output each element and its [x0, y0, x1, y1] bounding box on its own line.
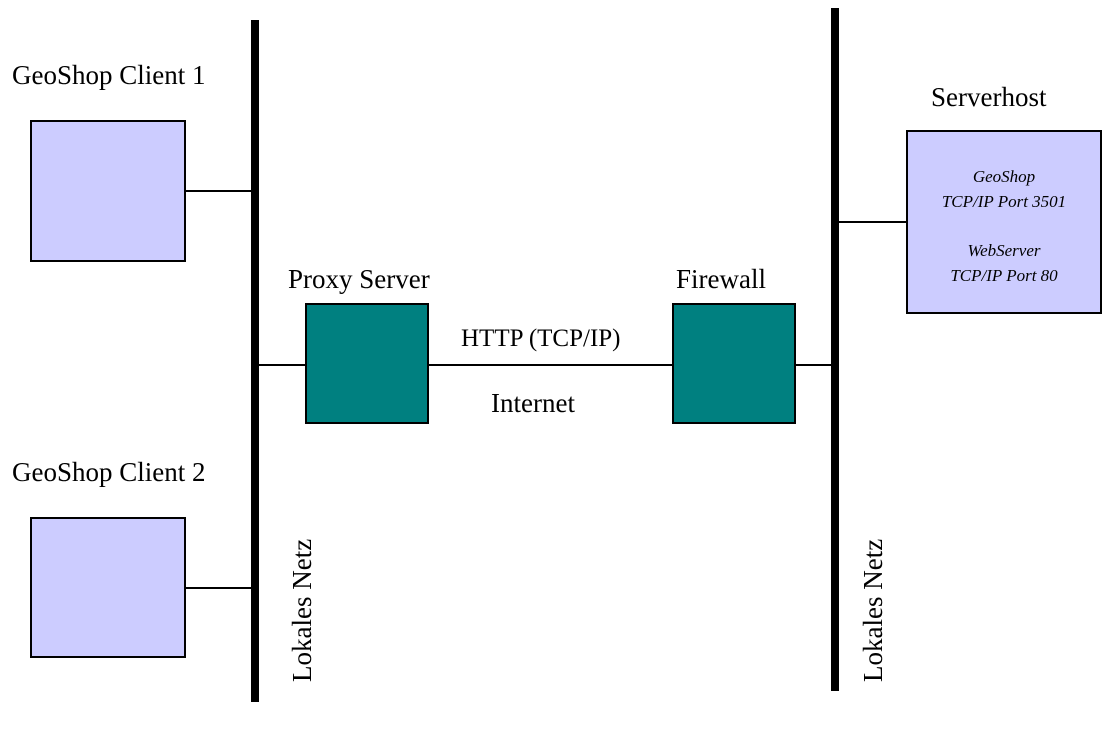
client-2-connector [186, 587, 252, 589]
serverhost-label: Serverhost [931, 82, 1047, 112]
service-webserver-port: TCP/IP Port 80 [950, 266, 1058, 285]
service-webserver-name: WebServer [967, 241, 1041, 260]
serverhost-connector [839, 221, 907, 223]
internet-link [429, 364, 673, 366]
firewall-lan-connector [796, 364, 832, 366]
lan-bus-right [831, 8, 839, 691]
client-1-box [30, 120, 186, 262]
serverhost-box: GeoShop TCP/IP Port 3501 WebServer TCP/I… [906, 130, 1102, 314]
service-geoshop-port: TCP/IP Port 3501 [941, 192, 1067, 211]
proxy-server-box [305, 303, 429, 424]
client-2-label: GeoShop Client 2 [12, 457, 206, 487]
client-2-box [30, 517, 186, 658]
link-network-label: Internet [491, 388, 575, 418]
lan-bus-left [251, 20, 259, 702]
proxy-lan-connector [259, 364, 306, 366]
client-1-connector [186, 190, 252, 192]
proxy-server-label: Proxy Server [288, 264, 430, 294]
lan-left-label: Lokales Netz [287, 538, 317, 682]
service-geoshop-name: GeoShop [972, 167, 1036, 186]
client-1-label: GeoShop Client 1 [12, 60, 206, 90]
firewall-box [672, 303, 796, 424]
lan-right-label: Lokales Netz [858, 538, 888, 682]
firewall-label: Firewall [676, 264, 766, 294]
link-protocol-label: HTTP (TCP/IP) [461, 325, 621, 352]
